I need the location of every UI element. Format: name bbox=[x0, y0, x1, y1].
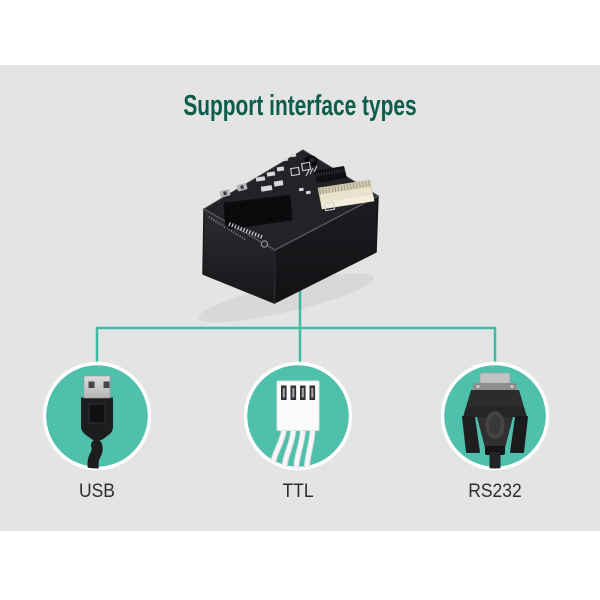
usb-a-plug-icon bbox=[81, 375, 113, 469]
interface-label-usb: USB bbox=[79, 481, 115, 502]
page-title: Support interface types bbox=[183, 90, 417, 122]
ttl-4pin-connector-icon bbox=[269, 380, 320, 469]
interface-label-ttl: TTL bbox=[282, 481, 314, 502]
interface-circle-ttl bbox=[243, 361, 353, 471]
rs232-db9-plug-icon bbox=[462, 372, 528, 469]
interface-circle-usb bbox=[42, 361, 152, 471]
interface-label-rs232: RS232 bbox=[468, 481, 522, 502]
barcode-scanner-module-image bbox=[198, 149, 380, 323]
interface-circle-rs232 bbox=[440, 361, 550, 471]
